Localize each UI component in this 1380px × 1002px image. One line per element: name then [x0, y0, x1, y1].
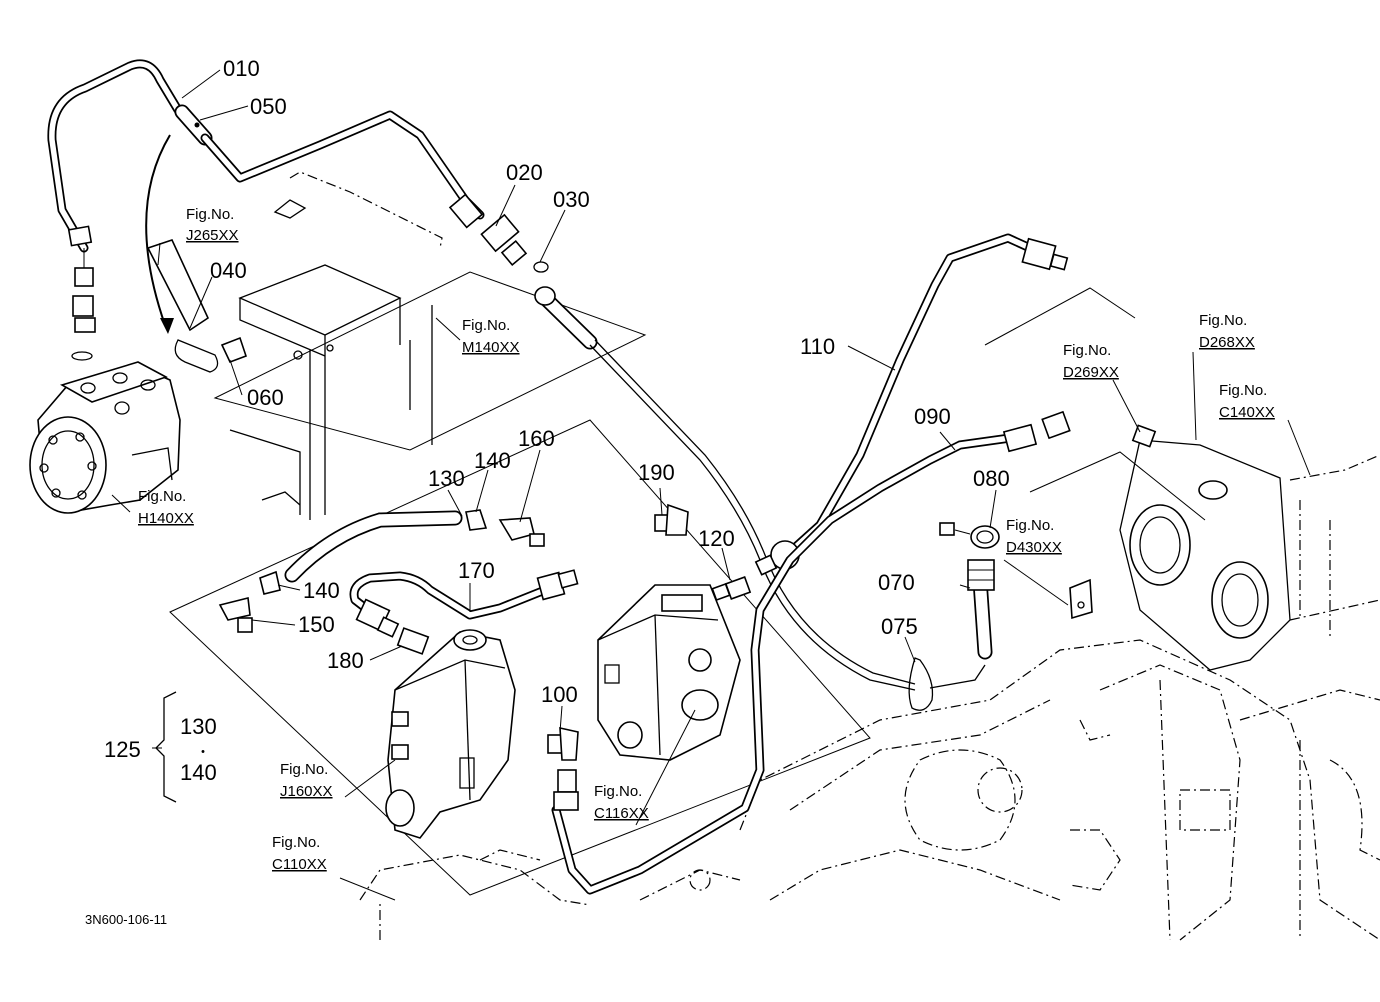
- transmission-case: [359, 639, 1380, 941]
- fig-ref-j265[interactable]: J265XX: [186, 227, 239, 244]
- fig-label-j160: Fig.No.: [280, 761, 328, 778]
- fig-label-j265: Fig.No.: [186, 206, 234, 223]
- label-120: 120: [698, 526, 735, 551]
- fitting-020: [448, 193, 528, 267]
- clamp-140-lower: [259, 570, 281, 595]
- fitting-120: [711, 576, 752, 602]
- fig-ref-h140[interactable]: H140XX: [138, 510, 194, 527]
- fitting-150: [218, 597, 253, 633]
- fig-label-c110: Fig.No.: [272, 834, 320, 851]
- label-160: 160: [518, 426, 555, 451]
- hose-070: [967, 559, 995, 660]
- fig-label-d269: Fig.No.: [1063, 342, 1111, 359]
- label-100: 100: [541, 682, 578, 707]
- steering-support-frame: [229, 171, 443, 520]
- label-140-upper: 140: [474, 448, 511, 473]
- pipe-010: [47, 59, 183, 253]
- fig-label-h140: Fig.No.: [138, 488, 186, 505]
- bracket-d430: [1069, 578, 1093, 620]
- clamp-040-assembly: [146, 239, 248, 373]
- kit-125-labels: 125 130 ・ 140: [104, 714, 217, 785]
- fig-ref-c110[interactable]: C110XX: [272, 856, 327, 873]
- label-180: 180: [327, 648, 364, 673]
- fig-label-d268: Fig.No.: [1199, 312, 1247, 329]
- clamp-140-upper: [465, 509, 488, 531]
- figure-references: Fig.No. J265XX Fig.No. M140XX Fig.No. H1…: [138, 206, 1275, 873]
- label-125: 125: [104, 737, 141, 762]
- kit-125-bracket: [155, 691, 177, 803]
- fig-label-c140: Fig.No.: [1219, 382, 1267, 399]
- pipe-090: [551, 410, 1071, 895]
- hose-130: [284, 510, 463, 583]
- steering-valve: [29, 361, 181, 514]
- oring-030: [533, 261, 549, 273]
- fitting-180: [396, 627, 430, 655]
- fig-label-d430: Fig.No.: [1006, 517, 1054, 534]
- diagram-code: 3N600-106-11: [85, 912, 167, 927]
- fitting-160: [498, 517, 545, 547]
- valve-block-c116: [597, 584, 741, 761]
- fig-ref-d268[interactable]: D268XX: [1199, 334, 1255, 351]
- label-075: 075: [881, 614, 918, 639]
- label-190: 190: [638, 460, 675, 485]
- fig-ref-j160[interactable]: J160XX: [280, 783, 333, 800]
- band-075: [908, 657, 934, 711]
- fitting-190: [654, 503, 689, 536]
- clamp-080: [939, 522, 1000, 549]
- pipe-050: [174, 104, 485, 220]
- fig-ref-c140[interactable]: C140XX: [1219, 404, 1275, 421]
- fig-label-c116: Fig.No.: [594, 783, 642, 800]
- curved-arrow: [145, 134, 174, 334]
- label-080: 080: [973, 466, 1010, 491]
- kit-125-item-140: 140: [180, 760, 217, 785]
- assembly-planes: [169, 271, 1206, 896]
- kit-125-item-130: 130: [180, 714, 217, 739]
- fig-label-m140: Fig.No.: [462, 317, 510, 334]
- steering-valve-fittings: [67, 225, 96, 361]
- label-150: 150: [298, 612, 335, 637]
- hose-fitting-lower: [534, 286, 598, 350]
- control-valve-j160: [385, 629, 516, 839]
- fig-ref-d430[interactable]: D430XX: [1006, 539, 1062, 556]
- label-040: 040: [210, 258, 247, 283]
- label-050: 050: [250, 94, 287, 119]
- label-130: 130: [428, 466, 465, 491]
- label-020: 020: [506, 160, 543, 185]
- fig-ref-c116[interactable]: C116XX: [594, 805, 649, 822]
- label-070: 070: [878, 570, 915, 595]
- kit-125-separator: ・: [196, 744, 210, 760]
- fig-ref-m140[interactable]: M140XX: [462, 339, 520, 356]
- label-170: 170: [458, 558, 495, 583]
- label-010: 010: [223, 56, 260, 81]
- fig-ref-d269[interactable]: D269XX: [1063, 364, 1119, 381]
- right-housing: [1119, 424, 1380, 671]
- part-number-labels: 010 050 020 030 040 060 110 090 080 070 …: [210, 56, 1010, 707]
- pipe-170: [349, 569, 579, 638]
- label-110: 110: [800, 334, 835, 359]
- label-090: 090: [914, 404, 951, 429]
- label-060: 060: [247, 385, 284, 410]
- label-030: 030: [553, 187, 590, 212]
- fitting-100: [547, 726, 579, 811]
- leader-lines: [111, 69, 1311, 901]
- label-140-lower: 140: [303, 578, 340, 603]
